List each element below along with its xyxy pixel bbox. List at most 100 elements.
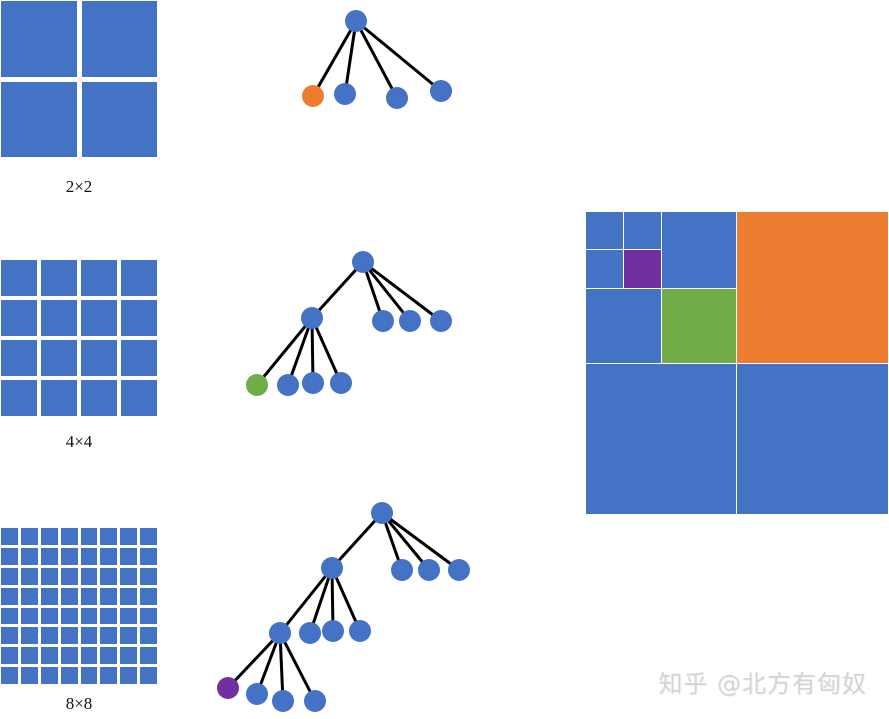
grid-cell <box>1 81 77 157</box>
grid-cell <box>80 647 98 665</box>
tree-edge <box>278 632 285 702</box>
grid-cell <box>81 380 117 416</box>
grid-cell <box>1 1 77 77</box>
grid-cell <box>60 647 78 665</box>
tree-edge <box>361 261 412 322</box>
tree-node-blue <box>430 80 452 102</box>
tree-edge <box>278 567 334 634</box>
grid-cell <box>40 607 58 625</box>
grid-cell <box>80 607 98 625</box>
tree-node-blue <box>304 690 326 712</box>
tree-node-blue <box>448 559 470 581</box>
grid-cell <box>40 528 58 545</box>
grid-cell <box>80 528 98 545</box>
tree-node-blue <box>352 251 374 273</box>
tree-node-green <box>246 374 268 396</box>
grid-cell <box>120 607 138 625</box>
grid-cell <box>40 647 58 665</box>
grid-cell <box>120 587 138 605</box>
tree-level-2 <box>246 251 452 396</box>
grid-label: 2×2 <box>65 177 93 196</box>
grid-cell <box>40 567 58 585</box>
grid-cell <box>100 567 118 585</box>
tree-level-1 <box>302 10 452 109</box>
grid-cell <box>40 627 58 645</box>
grid-cell <box>140 567 157 585</box>
tree-edge <box>381 511 460 572</box>
tree-node-blue <box>330 372 352 394</box>
grid-cell <box>140 667 157 684</box>
grid-cell <box>60 607 78 625</box>
tree-node-blue <box>371 502 393 524</box>
tree-edge <box>330 567 362 632</box>
tree-node-blue <box>269 622 291 644</box>
grid-cell <box>100 647 118 665</box>
grid-cell <box>120 647 138 665</box>
grid-cell <box>100 607 118 625</box>
grid-cell <box>20 528 38 545</box>
tree-edge <box>286 317 314 386</box>
tree-node-blue <box>321 557 343 579</box>
grid-cell <box>80 547 98 565</box>
quadtree-block-blue <box>662 212 736 288</box>
grid-cell <box>1 340 37 376</box>
grid-cell <box>80 587 98 605</box>
tree-edge <box>310 317 343 384</box>
grid-cell <box>100 547 118 565</box>
quadtree-block-purple <box>624 250 661 288</box>
grid-cell <box>100 627 118 645</box>
tree-node-purple <box>217 677 239 699</box>
quadtree-block-orange <box>737 212 888 363</box>
grid-cell <box>140 547 157 565</box>
tree-node-blue <box>418 559 440 581</box>
grid-8x8 <box>1 528 157 684</box>
grid-cell <box>60 547 78 565</box>
grid-label: 8×8 <box>65 694 93 713</box>
grid-cell <box>140 627 157 645</box>
grid-2x2 <box>1 1 157 157</box>
tree-edge <box>311 20 358 97</box>
grid-cell <box>80 627 98 645</box>
tree-edge <box>355 19 442 93</box>
grid-cell <box>40 547 58 565</box>
grid-cell <box>20 647 38 665</box>
grid-cell <box>80 567 98 585</box>
tree-node-blue <box>345 10 367 32</box>
grid-cell <box>81 260 117 296</box>
quadtree-block-blue <box>586 364 736 514</box>
watermark: 知乎 @北方有匈奴 <box>658 670 867 698</box>
tree-edge <box>380 512 431 571</box>
tree-edge <box>354 20 399 99</box>
grid-cell <box>81 340 117 376</box>
tree-node-blue <box>299 622 321 644</box>
grid-cell <box>60 667 78 684</box>
tree-edge <box>343 20 358 95</box>
grid-label: 4×4 <box>65 432 93 451</box>
grid-cell <box>41 340 77 376</box>
quadtree-block-blue <box>586 289 661 363</box>
grid-cell <box>121 300 157 336</box>
grid-cell <box>100 587 118 605</box>
grid-cell <box>120 567 138 585</box>
grid-cell <box>121 380 157 416</box>
grid-cell <box>81 300 117 336</box>
grid-cell <box>80 667 98 684</box>
grid-cell <box>1 587 18 605</box>
tree-node-blue <box>430 310 452 332</box>
grid-cell <box>41 260 77 296</box>
grid-cell <box>20 587 38 605</box>
grid-cell <box>120 627 138 645</box>
tree-node-blue <box>334 83 356 105</box>
tree-node-blue <box>246 683 268 705</box>
quadtree-block-blue <box>737 364 888 514</box>
quadtree-block-blue <box>624 212 661 249</box>
tree-node-blue <box>322 620 344 642</box>
grid-cell <box>60 627 78 645</box>
tree-edge <box>330 511 384 570</box>
tree-node-blue <box>277 374 299 396</box>
tree-node-blue <box>372 310 394 332</box>
tree-node-blue <box>391 559 413 581</box>
grid-cell <box>121 260 157 296</box>
quadtree-block-blue <box>586 250 623 288</box>
grid-cell <box>1 260 37 296</box>
